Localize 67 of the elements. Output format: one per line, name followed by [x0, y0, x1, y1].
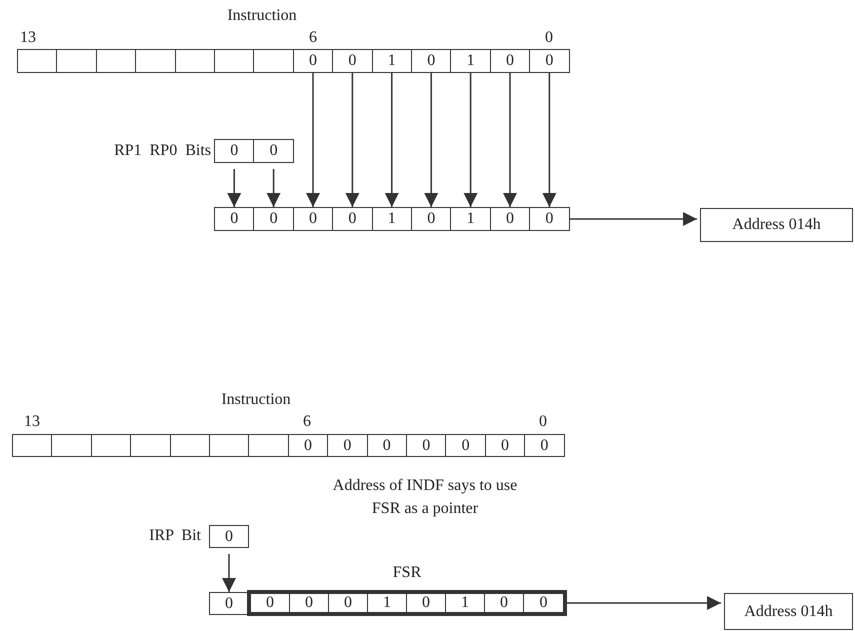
bit-cell: 0 — [327, 434, 368, 457]
bit-number: 13 — [20, 29, 36, 47]
bit-number: 13 — [24, 413, 40, 431]
arrow — [542, 73, 556, 207]
arrow — [424, 73, 438, 207]
bit-cell: 0 — [524, 434, 565, 457]
bit-cell — [56, 49, 97, 73]
arrow — [464, 73, 478, 207]
arrow — [567, 596, 721, 610]
arrow — [570, 212, 697, 226]
address-box: Address 014h — [700, 208, 853, 242]
note: Address of INDF says to use FSR as a pointer — [332, 476, 518, 519]
bit-number: 0 — [545, 29, 553, 47]
register-title: Instruction — [227, 7, 297, 25]
bit-cell — [170, 434, 210, 457]
bit-number: 0 — [539, 413, 547, 431]
bit-cell: 0 — [288, 434, 328, 457]
arrow — [306, 73, 320, 207]
bit-cell — [214, 49, 254, 73]
bit-cell: 0 — [332, 207, 373, 231]
bit-cell — [17, 49, 58, 73]
bit-cell — [90, 434, 132, 457]
bit-label: RP1 RP0 Bits — [114, 142, 211, 160]
bit-cell: 0 — [490, 49, 530, 73]
address-box: Address 014h — [724, 593, 853, 630]
arrow — [345, 73, 360, 207]
bit-cell: 0 — [214, 139, 254, 163]
bit-label: IRP Bit — [149, 527, 201, 545]
register-title: Instruction — [221, 391, 291, 409]
arrow — [227, 169, 242, 207]
bit-cell: 0 — [209, 592, 249, 615]
bit-cell: 1 — [450, 207, 491, 231]
bit-cell — [174, 49, 215, 73]
bit-cell — [130, 434, 171, 457]
bit-cell: 0 — [292, 207, 334, 231]
bit-cell — [51, 434, 92, 457]
bit-cell: 1 — [372, 207, 412, 231]
bit-cell: 1 — [372, 49, 412, 73]
bit-cell — [248, 434, 289, 457]
bit-cell — [12, 434, 52, 457]
bit-cell: 0 — [366, 434, 407, 457]
register-name: FSR — [392, 564, 422, 582]
bit-cell: 0 — [529, 207, 570, 231]
bit-cell: 1 — [450, 49, 491, 73]
bit-cell — [253, 49, 294, 73]
bit-cell: 0 — [292, 49, 334, 73]
bit-cell: 0 — [214, 207, 254, 231]
arrow — [266, 169, 281, 207]
bit-cell: 0 — [411, 207, 452, 231]
bit-cell: 0 — [253, 207, 294, 231]
bit-cell: 0 — [406, 434, 446, 457]
bit-cell: 0 — [411, 49, 452, 73]
arrow — [384, 73, 399, 207]
bit-cell: 0 — [209, 525, 249, 548]
bit-number: 6 — [309, 29, 317, 47]
bit-cell: 0 — [484, 434, 526, 457]
bit-cell: 0 — [253, 139, 294, 163]
bit-cell — [96, 49, 136, 73]
bit-cell — [209, 434, 250, 457]
bit-cell: 0 — [332, 49, 373, 73]
bit-number: 6 — [303, 413, 311, 431]
arrow — [222, 554, 236, 592]
bit-cell: 0 — [529, 49, 570, 73]
bit-cell: 0 — [490, 207, 530, 231]
arrow — [503, 73, 517, 207]
bit-cell: 0 — [445, 434, 486, 457]
bit-cell — [135, 49, 176, 73]
